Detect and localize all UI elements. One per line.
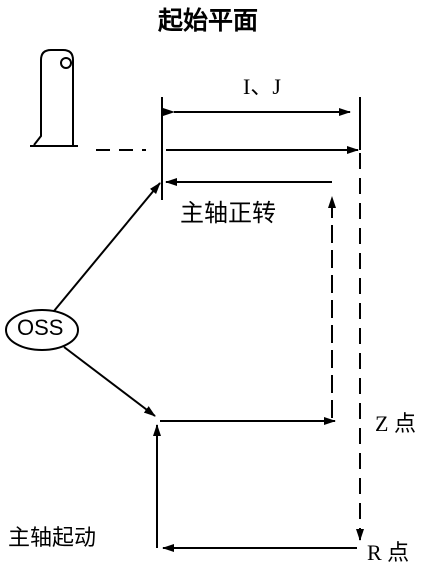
spindle-forward-label: 主轴正转	[180, 199, 276, 227]
oss-leader-down	[63, 346, 156, 417]
r-point-label: R 点	[367, 540, 410, 565]
z-point-label: Z 点	[375, 411, 416, 436]
tool-icon	[30, 49, 78, 147]
oss-label: OSS	[17, 315, 64, 340]
oss-leader-up	[53, 182, 161, 312]
ij-label: I、J	[243, 74, 281, 99]
oss-ellipse	[5, 309, 79, 351]
spindle-start-label: 主轴起动	[8, 526, 97, 551]
start-plane-label: 起始平面	[158, 6, 259, 35]
